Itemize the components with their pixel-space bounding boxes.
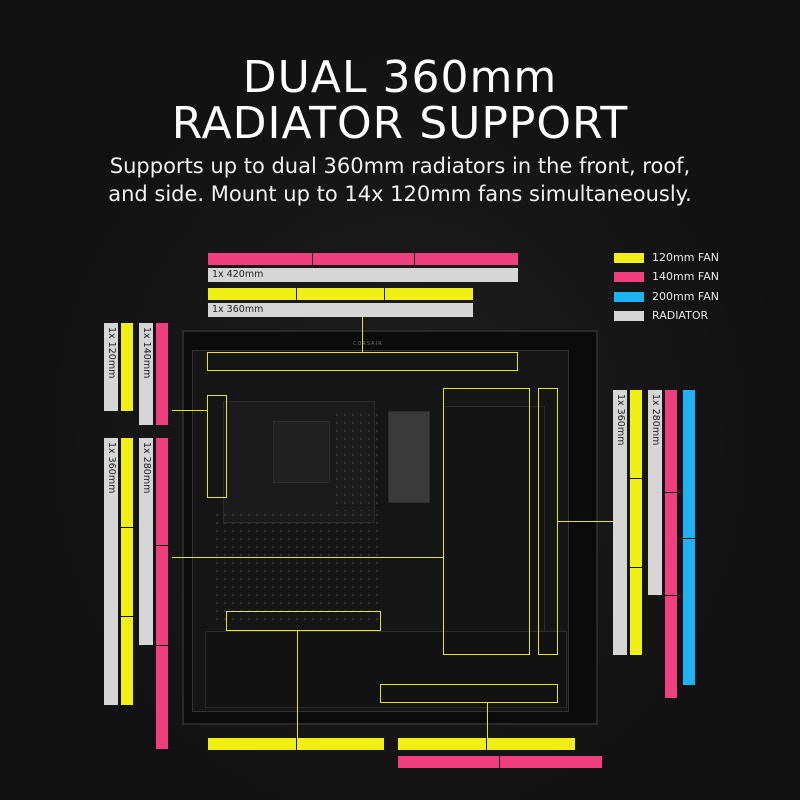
right-200mm-fan-2 xyxy=(683,539,695,685)
psu-shroud-mount-outline xyxy=(226,611,381,631)
right-140mm-fan-1 xyxy=(665,390,677,492)
top-140mm-fan-2 xyxy=(313,253,414,265)
top-leader-line xyxy=(362,317,363,353)
top-radiator-420 xyxy=(208,268,518,282)
top-120mm-fan-2 xyxy=(297,288,384,300)
side-radiator-outline xyxy=(443,388,530,655)
case-brand-logo: CORSAIR xyxy=(353,341,383,347)
bottom-right-120mm-fan-2 xyxy=(487,738,575,750)
bottom-mount-outline xyxy=(380,684,558,703)
right-radiator-360-label: 1x 360mm xyxy=(615,394,626,446)
right-140mm-fan-2 xyxy=(665,493,677,595)
top-radiator-360-label: 1x 360mm xyxy=(212,304,264,315)
legend-label-radiator: RADIATOR xyxy=(652,309,709,322)
bottom-left-leader-line xyxy=(297,630,298,738)
left-upper-radiator-140-label: 1x 140mm xyxy=(141,327,152,379)
left-lower-radiator-360 xyxy=(104,438,118,705)
left-upper-140mm-fan xyxy=(156,323,168,425)
legend-swatch-140mm-fan xyxy=(614,272,644,282)
top-120mm-fan-3 xyxy=(385,288,473,300)
left-upper-radiator-120-label: 1x 120mm xyxy=(106,327,117,379)
right-120mm-fan-3 xyxy=(630,568,642,655)
left-lower-120mm-fan-3 xyxy=(121,617,133,705)
cable-cutouts xyxy=(333,411,383,511)
left-lower-140mm-fan-1 xyxy=(156,438,168,545)
left-lower-140mm-fan-3 xyxy=(156,646,168,749)
left-upper-radiator-140 xyxy=(139,323,153,425)
bottom-right-120mm-fan-1 xyxy=(398,738,486,750)
left-lower-120mm-fan-2 xyxy=(121,528,133,616)
top-radiator-360 xyxy=(208,303,473,317)
right-radiator-360 xyxy=(613,390,627,655)
legend-label-120mm-fan: 120mm FAN xyxy=(652,251,719,264)
right-120mm-fan-2 xyxy=(630,479,642,567)
legend-label-200mm-fan: 200mm FAN xyxy=(652,290,719,303)
side-upper-leader-line xyxy=(172,410,208,411)
side-lower-leader-line xyxy=(172,557,444,558)
bottom-140mm-fan-1 xyxy=(398,756,499,768)
front-mount-outline xyxy=(538,388,558,655)
top-radiator-420-label: 1x 420mm xyxy=(212,269,264,280)
left-lower-140mm-fan-2 xyxy=(156,546,168,645)
top-140mm-fan-3 xyxy=(415,253,518,265)
psu-shroud xyxy=(205,631,567,708)
side-upper-mount-outline xyxy=(207,395,227,498)
mount-bracket xyxy=(273,421,330,483)
left-lower-120mm-fan-1 xyxy=(121,438,133,527)
left-upper-120mm-fan xyxy=(121,323,133,411)
pc-case: CORSAIR xyxy=(182,330,598,725)
left-lower-radiator-360-label: 1x 360mm xyxy=(106,442,117,494)
headline-line-2: RADIATOR SUPPORT xyxy=(171,98,629,149)
subheading-line-2: and side. Mount up to 14x 120mm fans sim… xyxy=(108,182,692,206)
bottom-left-120mm-fan-2 xyxy=(297,738,384,750)
bottom-140mm-fan-2 xyxy=(500,756,602,768)
rear-channel xyxy=(443,406,545,668)
right-140mm-fan-3 xyxy=(665,596,677,698)
legend-swatch-200mm-fan xyxy=(614,292,644,302)
headline-line-1: DUAL 360mm xyxy=(242,52,558,103)
top-mount-outline xyxy=(207,352,518,371)
right-120mm-fan-1 xyxy=(630,390,642,478)
legend-swatch-radiator xyxy=(614,311,644,321)
subheading-line-1: Supports up to dual 360mm radiators in t… xyxy=(109,154,691,178)
top-140mm-fan-1 xyxy=(208,253,312,265)
front-leader-line xyxy=(557,521,613,522)
top-120mm-fan-1 xyxy=(208,288,296,300)
bottom-right-leader-line xyxy=(487,702,488,738)
bottom-left-120mm-fan-1 xyxy=(208,738,296,750)
right-200mm-fan-1 xyxy=(683,390,695,538)
right-radiator-280 xyxy=(648,390,662,595)
right-radiator-280-label: 1x 280mm xyxy=(650,394,661,446)
motherboard-tray-lower xyxy=(213,511,383,621)
glass-side-panel: CORSAIR xyxy=(192,341,569,712)
legend-label-140mm-fan: 140mm FAN xyxy=(652,270,719,283)
left-lower-radiator-280 xyxy=(139,438,153,645)
legend-swatch-120mm-fan xyxy=(614,253,644,263)
left-upper-radiator-120 xyxy=(104,323,118,411)
left-lower-radiator-280-label: 1x 280mm xyxy=(141,442,152,494)
vertical-shroud xyxy=(388,411,430,503)
